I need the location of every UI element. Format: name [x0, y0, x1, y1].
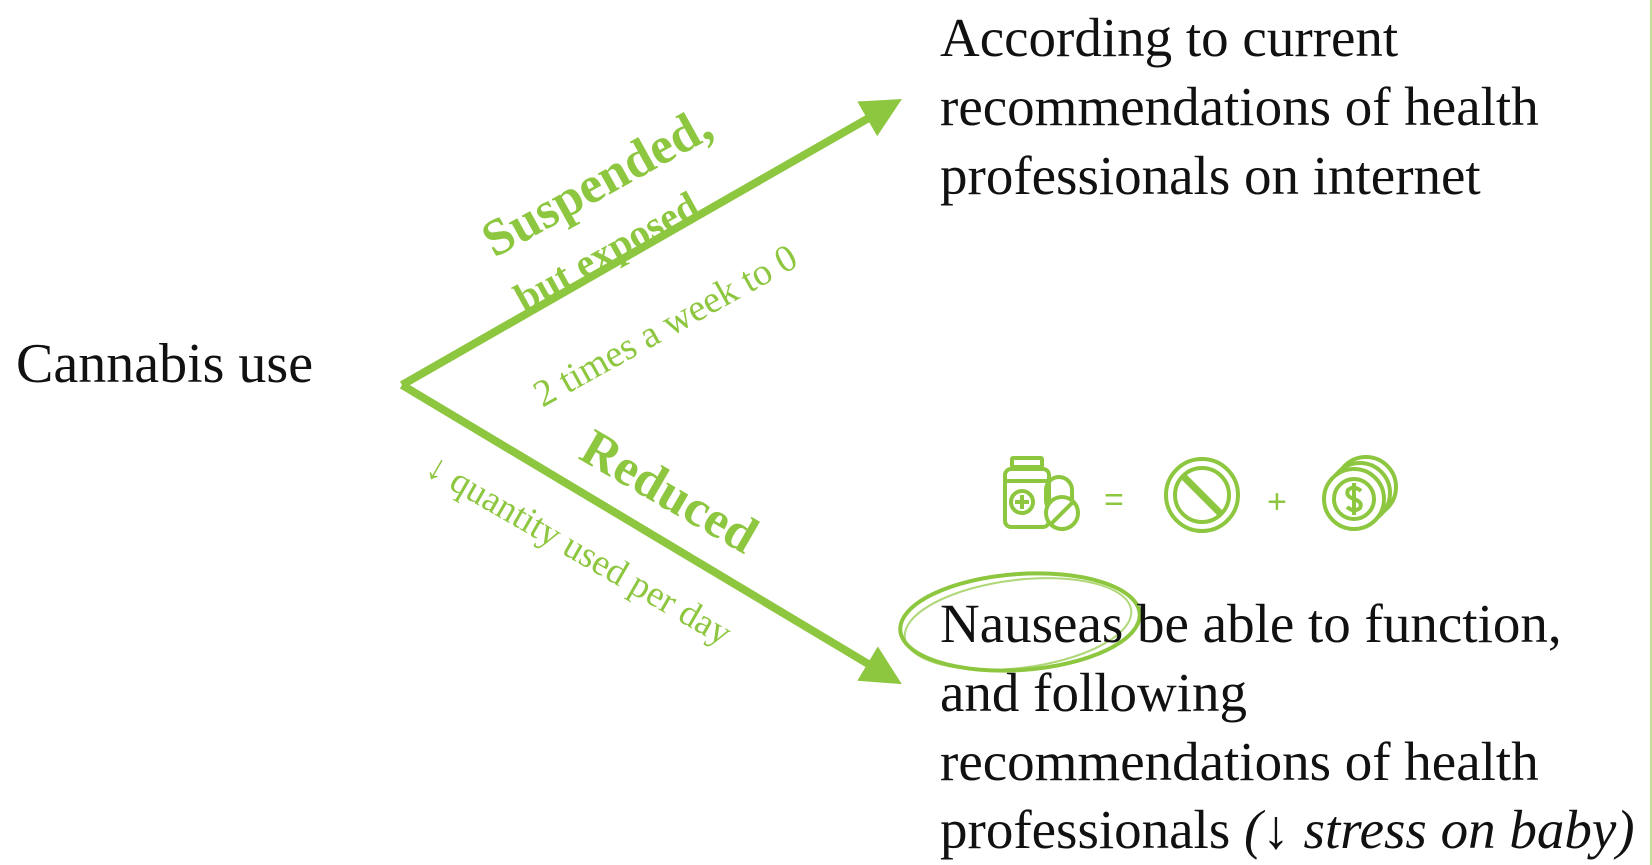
prohibited-icon: [1164, 457, 1240, 533]
medication-bottle-pill-icon: [1003, 456, 1080, 531]
arrow-up: [400, 99, 902, 389]
outcome-down-line-4: professionals (↓ stress on baby): [940, 799, 1635, 861]
equals-sign: =: [1104, 481, 1124, 519]
outcome-up-text: According to current recommendations of …: [940, 7, 1539, 206]
outcome-down-line-2: and following: [940, 661, 1248, 723]
stress-note: (↓ stress on baby): [1243, 799, 1635, 861]
outcome-down-line-3: recommendations of health: [940, 730, 1539, 792]
arrow-down: [399, 381, 902, 685]
circled-word: Nauseas: [940, 593, 1124, 654]
plus-sign: +: [1267, 483, 1287, 521]
outcome-down-line-1: Nauseas be able to function,: [940, 593, 1562, 654]
root-label: Cannabis use: [16, 333, 314, 395]
right-edge-rule: [1650, 0, 1652, 865]
dollar-coins-icon: [1322, 455, 1398, 531]
nauseas-circle: [898, 571, 1142, 673]
outcome-down-text: Nauseas be able to function, and followi…: [940, 590, 1640, 865]
